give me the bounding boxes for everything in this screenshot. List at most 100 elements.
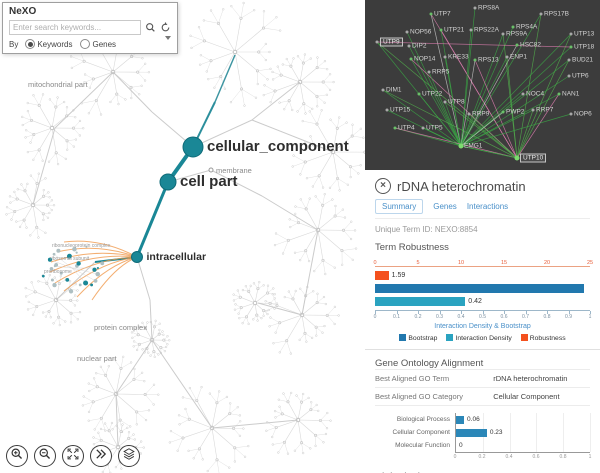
search-by-genes-radio[interactable]: Genes bbox=[80, 39, 116, 49]
divider bbox=[365, 349, 600, 350]
network-node[interactable]: UTP10 bbox=[520, 153, 547, 163]
robustness-bar bbox=[375, 297, 466, 306]
unique-term-id: Unique Term ID: NEXO:8854 bbox=[375, 225, 590, 234]
tab-interactions[interactable]: Interactions bbox=[466, 202, 509, 211]
network-node[interactable]: UTP13 bbox=[574, 30, 595, 38]
biological-process-heading: Biological Process bbox=[375, 471, 590, 473]
network-canvas[interactable] bbox=[365, 0, 600, 170]
network-node[interactable]: UTP15 bbox=[390, 106, 411, 114]
network-node[interactable]: UTP18 bbox=[574, 43, 595, 51]
network-node[interactable]: PWP2 bbox=[506, 108, 525, 116]
fit-icon bbox=[66, 447, 80, 466]
radio-label: Genes bbox=[92, 39, 117, 49]
network-node[interactable]: RPS17B bbox=[544, 10, 569, 18]
go-chart-category: Biological Process bbox=[396, 416, 450, 423]
by-label: By bbox=[9, 39, 19, 49]
robustness-bar bbox=[375, 284, 584, 293]
details-header: × rDNA heterochromatin bbox=[375, 178, 590, 194]
search-icon[interactable] bbox=[145, 22, 156, 33]
network-node[interactable]: RPS8A bbox=[478, 4, 500, 12]
go-chart-value: 0.23 bbox=[489, 429, 503, 436]
legend-item: Bootstrap bbox=[399, 334, 437, 342]
reset-icon[interactable] bbox=[160, 22, 171, 33]
zoom-out-icon bbox=[38, 447, 52, 466]
network-node[interactable]: RPS13 bbox=[478, 56, 499, 64]
network-node[interactable]: RPS22A bbox=[474, 26, 499, 34]
network-node[interactable]: UTP22 bbox=[422, 90, 443, 98]
go-chart-value: 0 bbox=[459, 442, 463, 449]
legend-swatch bbox=[520, 334, 528, 341]
layers-button[interactable] bbox=[118, 445, 140, 467]
go-chart-bar bbox=[456, 428, 487, 437]
network-node[interactable]: NOP14 bbox=[414, 55, 436, 63]
network-node[interactable]: UTP4 bbox=[398, 124, 415, 132]
radio-icon[interactable] bbox=[25, 39, 36, 49]
network-node[interactable]: HSC82 bbox=[520, 41, 541, 49]
network-node[interactable]: NOP6 bbox=[574, 110, 592, 118]
collapse-caret-icon[interactable] bbox=[165, 36, 171, 40]
network-node[interactable]: KRE33 bbox=[448, 53, 469, 61]
network-node[interactable]: BUD21 bbox=[572, 56, 593, 64]
network-node[interactable]: UTP5 bbox=[426, 124, 443, 132]
bar-value-label: 0.42 bbox=[468, 298, 482, 305]
zoom-in-icon bbox=[10, 447, 24, 466]
network-node[interactable]: UTP7 bbox=[434, 10, 451, 18]
zoom-fit-button[interactable] bbox=[62, 445, 84, 467]
close-icon[interactable]: × bbox=[375, 178, 391, 194]
network-node[interactable]: RRP7 bbox=[536, 106, 554, 114]
tab-genes[interactable]: Genes bbox=[433, 202, 457, 211]
expand-arrows-button[interactable] bbox=[90, 445, 112, 467]
network-node[interactable]: RPS4A bbox=[516, 23, 538, 31]
network-node[interactable]: RRP5 bbox=[432, 68, 450, 76]
unique-term-id-label: Unique Term ID: bbox=[375, 225, 433, 234]
robustness-bar-row bbox=[375, 284, 590, 293]
network-node[interactable]: EMG1 bbox=[464, 142, 483, 150]
network-node[interactable]: UTP6 bbox=[572, 72, 589, 80]
unique-term-id-value: NEXO:8854 bbox=[434, 225, 478, 234]
robustness-axis-label: Interaction Density & Bootstrap bbox=[434, 323, 531, 330]
go-chart-bar bbox=[456, 415, 465, 424]
legend-swatch bbox=[446, 334, 454, 341]
search-by-keywords-radio[interactable]: Keywords bbox=[25, 39, 72, 49]
robustness-bar-row: 0.42 bbox=[375, 297, 590, 306]
app-title: NeXO bbox=[9, 6, 37, 17]
network-node[interactable]: UTP9 bbox=[380, 37, 403, 47]
go-alignment-title: Gene Ontology Alignment bbox=[375, 358, 484, 369]
network-node[interactable]: RPS9A bbox=[506, 30, 528, 38]
radio-label: Keywords bbox=[37, 39, 73, 49]
go-row-value: Cellular Component bbox=[493, 392, 560, 401]
go-chart-category: Molecular Function bbox=[395, 442, 450, 449]
network-node[interactable]: RRP9 bbox=[472, 110, 490, 118]
network-node[interactable]: DIP2 bbox=[412, 42, 427, 50]
legend-item: Interaction Density bbox=[446, 334, 512, 342]
term-title: rDNA heterochromatin bbox=[397, 178, 526, 194]
go-chart-bar-row: 0.23 bbox=[456, 426, 590, 439]
layers-icon bbox=[122, 447, 136, 466]
radio-icon[interactable] bbox=[80, 39, 91, 49]
interaction-network-panel[interactable]: UTP7 RPS8A RPS17B RPS4A UTP13 NOP56 UTP21 RPS22… bbox=[365, 0, 600, 170]
network-node[interactable]: DIM1 bbox=[386, 86, 402, 94]
network-node[interactable]: UTP21 bbox=[444, 26, 465, 34]
go-chart-bar-row: 0 bbox=[456, 439, 590, 452]
robustness-bar-row: 1.59 bbox=[375, 271, 590, 280]
network-node[interactable]: ENP1 bbox=[510, 53, 527, 61]
network-node[interactable]: NOC4 bbox=[526, 90, 545, 98]
ontology-tree-canvas[interactable] bbox=[0, 0, 365, 473]
network-node[interactable]: NAN1 bbox=[562, 90, 580, 98]
legend-swatch bbox=[399, 334, 407, 341]
tab-summary[interactable]: Summary bbox=[375, 199, 424, 214]
network-node[interactable]: UTP8 bbox=[448, 98, 465, 106]
network-node[interactable]: NOP56 bbox=[410, 28, 432, 36]
search-input[interactable] bbox=[9, 20, 141, 35]
search-widget: NeXO By Keywords Genes bbox=[2, 2, 178, 54]
zoom-in-button[interactable] bbox=[6, 445, 28, 467]
zoom-out-button[interactable] bbox=[34, 445, 56, 467]
